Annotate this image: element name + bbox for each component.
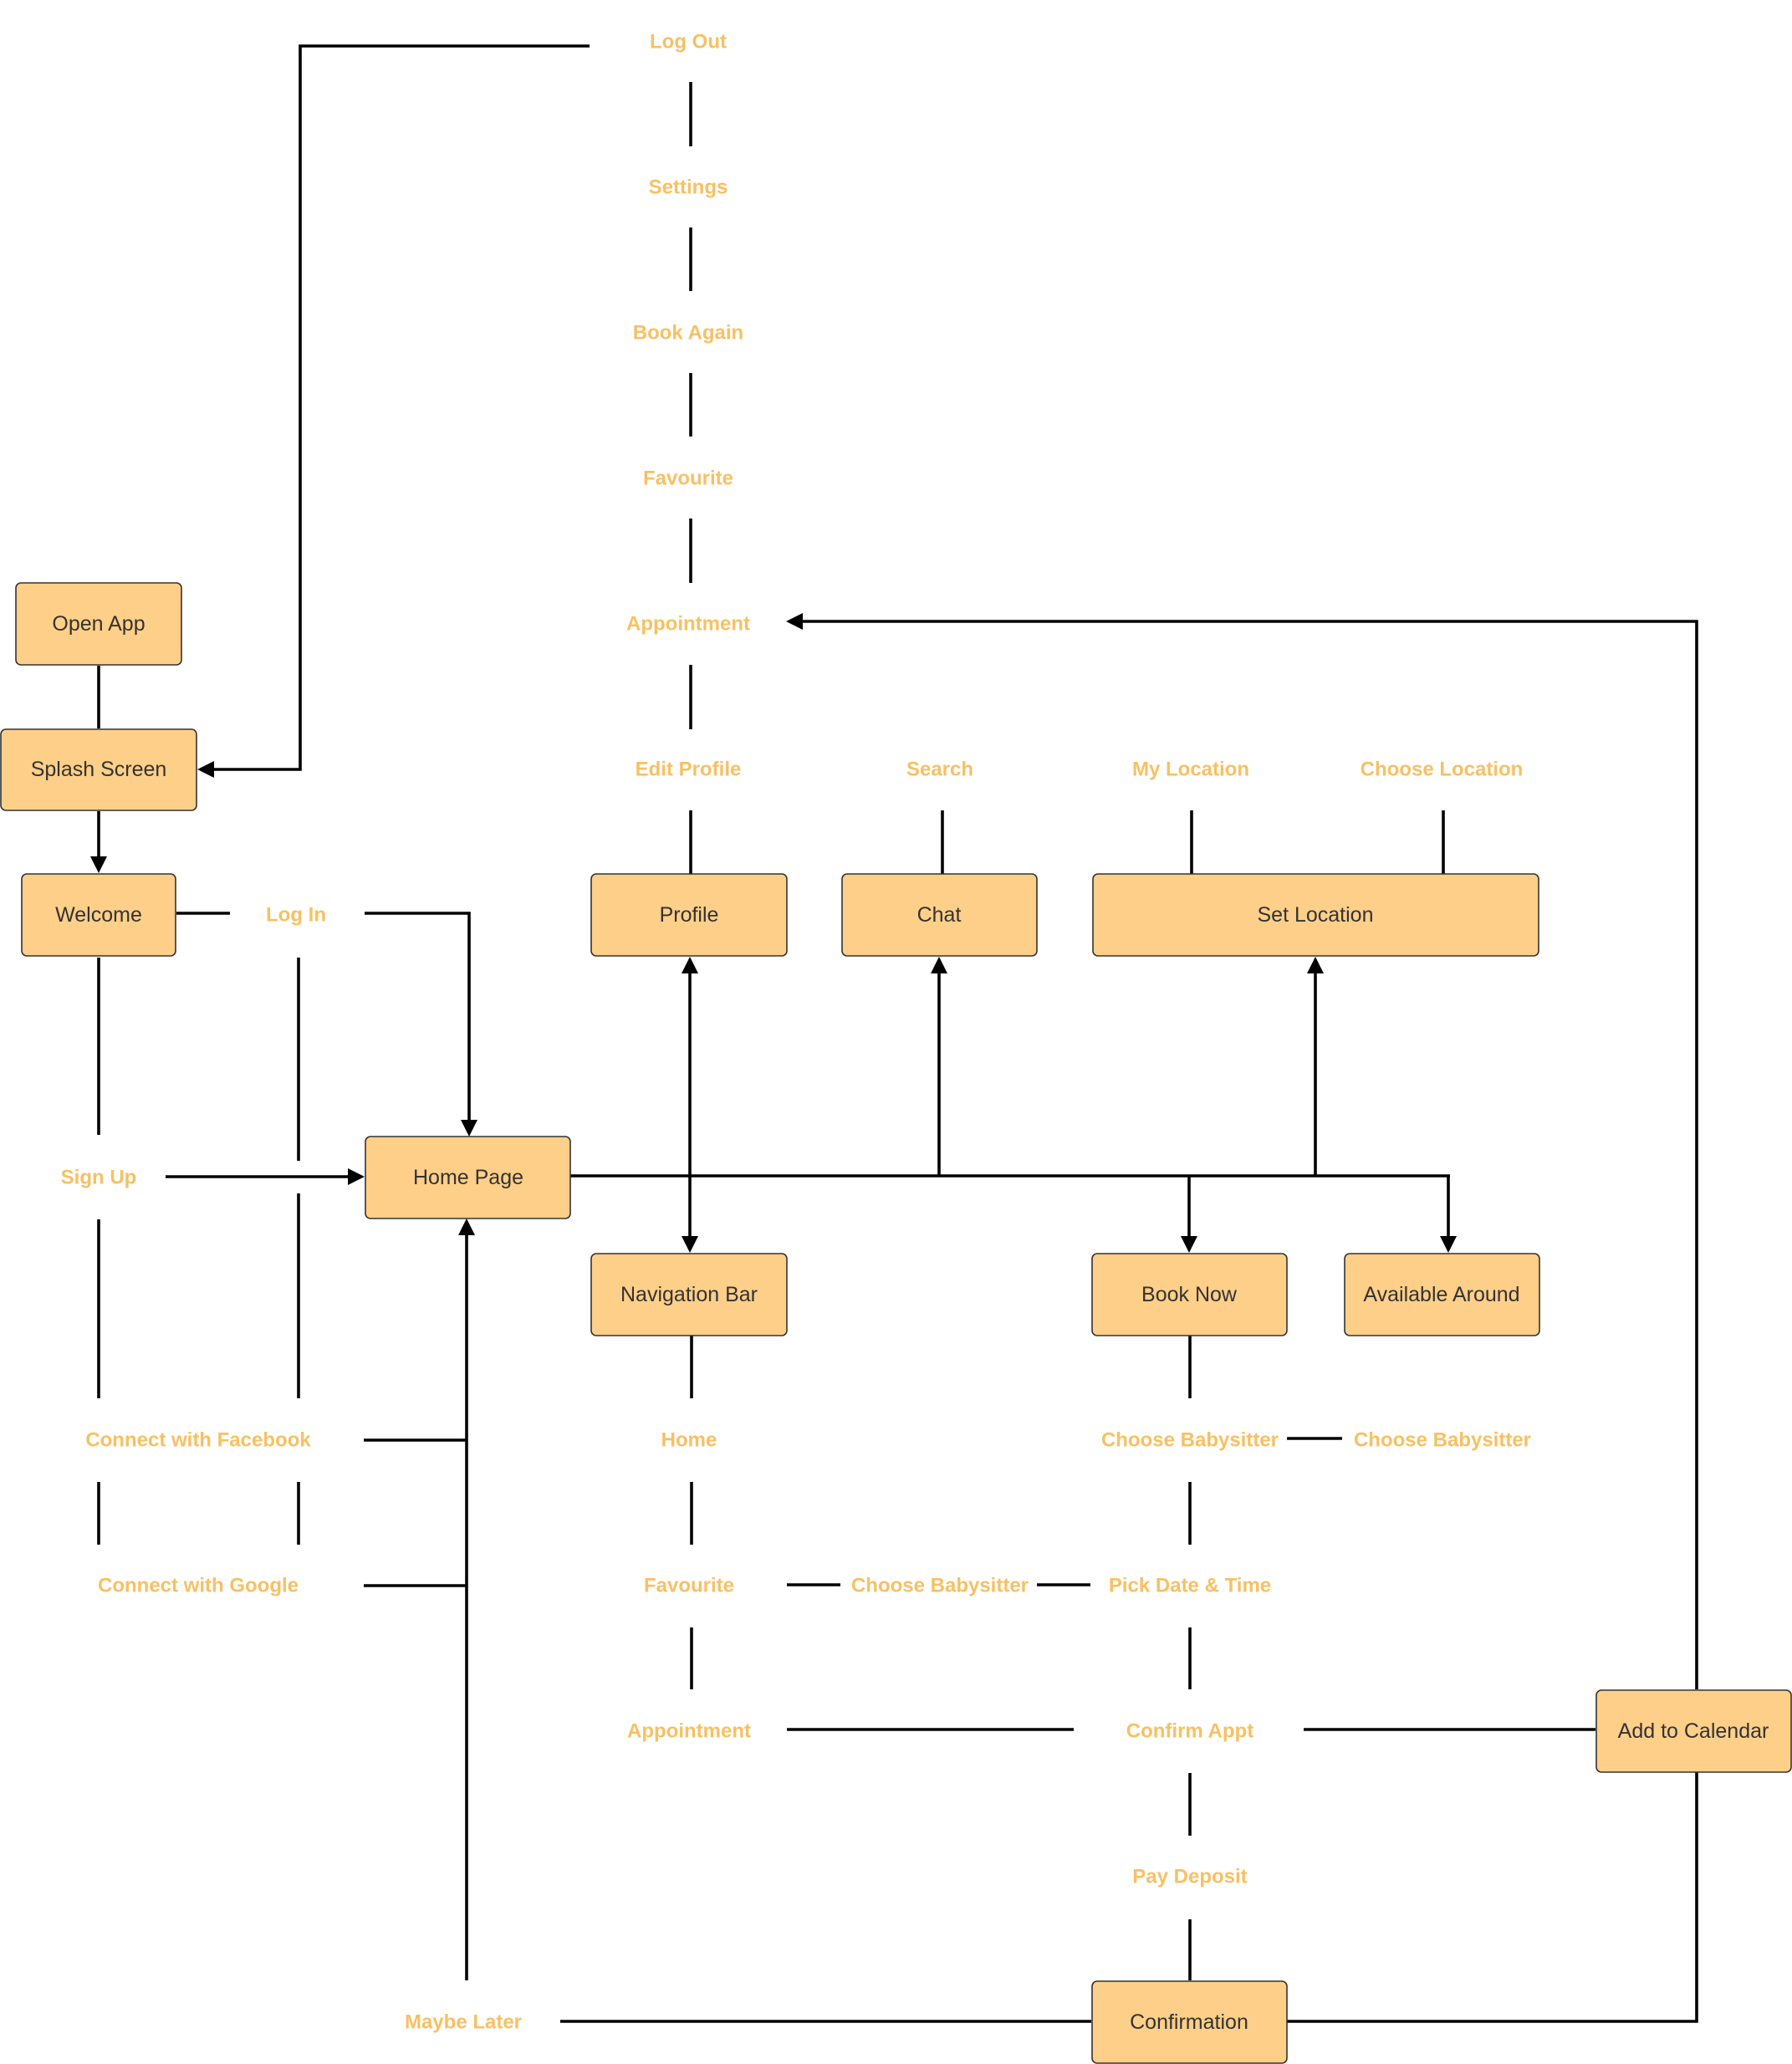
connector-confirmation-calendar: [1287, 1772, 1698, 2023]
node-set-location[interactable]: Set Location: [1092, 873, 1539, 957]
label-book-again[interactable]: Book Again: [633, 322, 743, 345]
label-connect-google[interactable]: Connect with Google: [98, 1575, 299, 1597]
node-open-app[interactable]: Open App: [15, 582, 182, 666]
arrow-into-homepage-bottom: [458, 1218, 475, 1235]
label-confirm-appt[interactable]: Confirm Appt: [1126, 1720, 1253, 1743]
node-book-now[interactable]: Book Now: [1091, 1253, 1288, 1336]
label-appointment-profile[interactable]: Appointment: [626, 613, 750, 636]
arrow-into-appointment: [786, 613, 803, 630]
node-label: Book Now: [1141, 1283, 1238, 1306]
arrow-into-chat: [931, 957, 947, 973]
label-home-nav[interactable]: Home: [661, 1429, 717, 1452]
arrow-into-booknow: [1181, 1236, 1197, 1253]
node-available-around[interactable]: Available Around: [1344, 1253, 1540, 1336]
node-navigation-bar[interactable]: Navigation Bar: [590, 1253, 788, 1336]
connector-login-homepage: [365, 912, 471, 1121]
label-log-in[interactable]: Log In: [266, 904, 326, 927]
label-sign-up[interactable]: Sign Up: [61, 1167, 137, 1189]
label-my-location[interactable]: My Location: [1132, 759, 1249, 781]
arrow-into-profile: [682, 957, 698, 973]
label-pick-date-time[interactable]: Pick Date & Time: [1109, 1575, 1271, 1597]
node-label: Chat: [917, 903, 962, 927]
arrow-into-setlocation: [1307, 957, 1324, 973]
node-welcome[interactable]: Welcome: [21, 873, 176, 957]
arrow-into-available: [1440, 1236, 1457, 1253]
node-label: Add to Calendar: [1618, 1719, 1769, 1743]
label-favourite-nav[interactable]: Favourite: [644, 1575, 734, 1597]
arrowheads: [90, 613, 1457, 1253]
node-splash-screen[interactable]: Splash Screen: [0, 728, 197, 811]
arrow-into-navbar: [682, 1236, 698, 1253]
node-profile[interactable]: Profile: [590, 873, 788, 957]
label-choose-babysitter-book[interactable]: Choose Babysitter: [1101, 1429, 1279, 1452]
arrow-into-homepage-top: [461, 1120, 477, 1137]
node-label: Available Around: [1363, 1283, 1519, 1306]
label-edit-profile[interactable]: Edit Profile: [636, 759, 742, 781]
connectors: [97, 44, 1698, 2023]
node-label: Welcome: [55, 903, 142, 927]
flow-labels: Log Out Settings Book Again Favourite Ap…: [61, 31, 1531, 2034]
label-choose-babysitter-alt[interactable]: Choose Babysitter: [1354, 1429, 1531, 1452]
node-label: Profile: [660, 903, 719, 927]
node-confirmation[interactable]: Confirmation: [1091, 1980, 1288, 2064]
node-label: Open App: [52, 612, 145, 636]
label-appointment-nav[interactable]: Appointment: [627, 1720, 751, 1743]
connector-calendar-appointment: [799, 620, 1698, 1689]
node-label: Splash Screen: [31, 758, 167, 781]
node-label: Navigation Bar: [620, 1283, 758, 1306]
label-connect-facebook[interactable]: Connect with Facebook: [85, 1429, 311, 1452]
label-pay-deposit[interactable]: Pay Deposit: [1132, 1866, 1247, 1888]
label-maybe-later[interactable]: Maybe Later: [405, 2011, 522, 2034]
label-choose-location[interactable]: Choose Location: [1361, 759, 1524, 781]
node-chat[interactable]: Chat: [841, 873, 1038, 957]
label-log-out[interactable]: Log Out: [650, 31, 727, 54]
connector-logout-splash: [211, 44, 590, 771]
label-favourite-profile[interactable]: Favourite: [643, 467, 733, 490]
node-add-to-calendar[interactable]: Add to Calendar: [1595, 1689, 1792, 1773]
arrow-into-welcome: [90, 856, 107, 873]
node-label: Set Location: [1258, 903, 1374, 927]
label-settings[interactable]: Settings: [649, 176, 728, 199]
arrow-into-homepage-left: [348, 1168, 365, 1185]
node-label: Home Page: [413, 1166, 523, 1189]
label-choose-babysitter-nav[interactable]: Choose Babysitter: [851, 1575, 1029, 1597]
node-home-page[interactable]: Home Page: [365, 1136, 571, 1219]
arrow-into-splash: [197, 761, 214, 778]
node-label: Confirmation: [1130, 2010, 1248, 2034]
label-search[interactable]: Search: [906, 759, 973, 781]
